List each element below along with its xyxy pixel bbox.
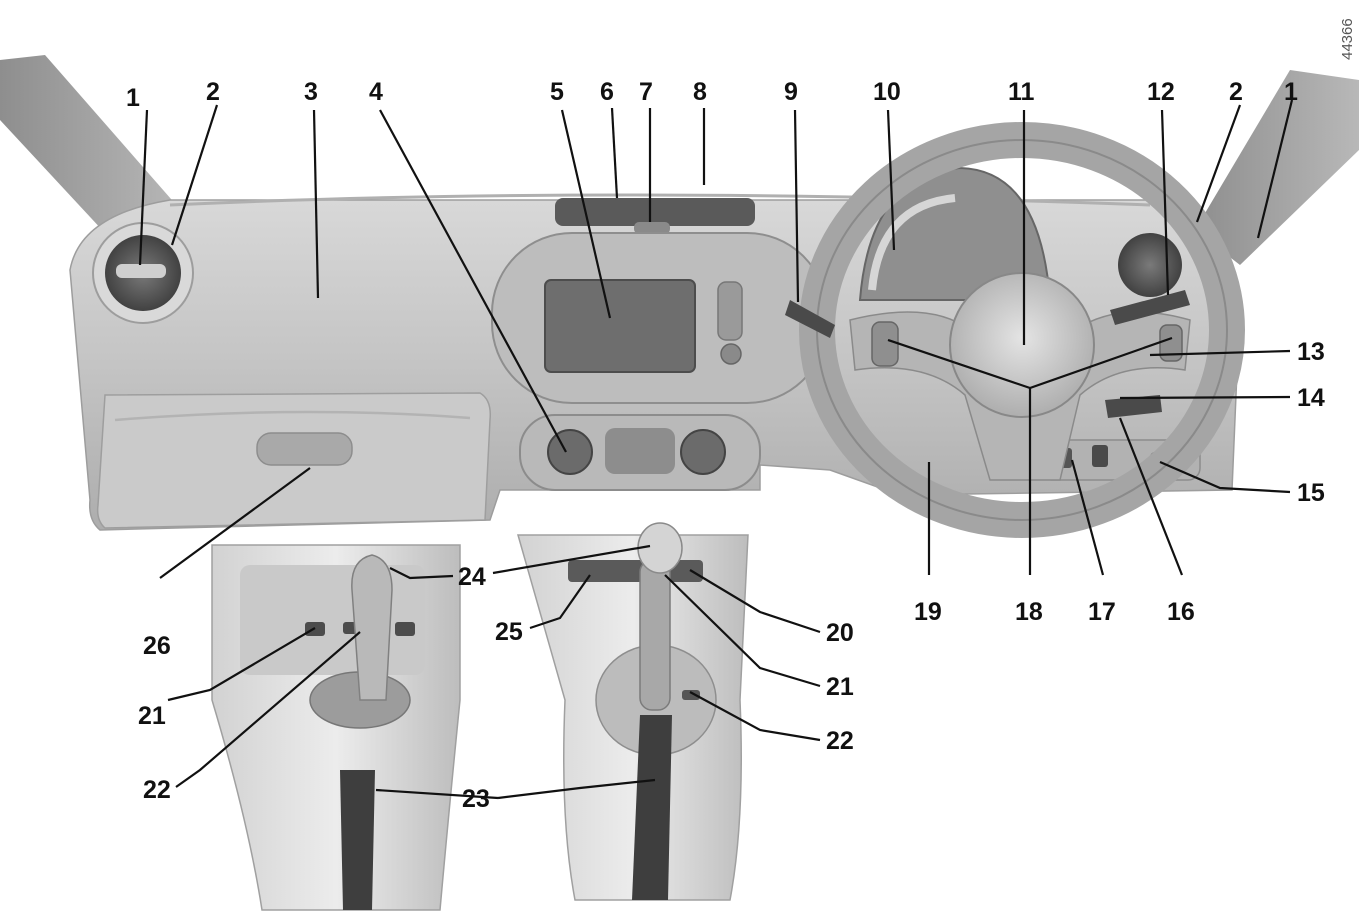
glove-box-handle (256, 432, 353, 466)
left-vent-vane (116, 264, 166, 278)
right-pillar (1195, 70, 1359, 265)
callout-5: 5 (550, 78, 564, 106)
callout-20: 20 (826, 619, 854, 647)
climate-buttons (605, 428, 675, 474)
callout-22-inset: 22 (143, 776, 171, 804)
callout-18: 18 (1015, 598, 1043, 626)
callout-14: 14 (1297, 384, 1325, 412)
callout-9: 9 (784, 78, 798, 106)
right-stalk (1110, 290, 1190, 325)
callout-15: 15 (1297, 479, 1325, 507)
callout-numbers: 1 2 3 4 5 6 7 8 9 10 11 12 2 1 13 14 15 … (126, 78, 1325, 813)
callout-4: 4 (369, 78, 383, 106)
callout-25: 25 (495, 618, 523, 646)
callout-21-inset: 21 (138, 702, 166, 730)
left-stalk (785, 300, 835, 338)
heating-knob (547, 429, 593, 475)
callout-21-centre: 21 (826, 673, 854, 701)
callout-1-left: 1 (126, 84, 140, 112)
callout-22-centre: 22 (826, 727, 854, 755)
callout-8: 8 (693, 78, 707, 106)
inset-switch-area (240, 565, 425, 675)
instrument-cluster (858, 166, 1052, 301)
right-air-vent (1118, 233, 1182, 297)
callout-13: 13 (1297, 338, 1325, 366)
callout-6: 6 (600, 78, 614, 106)
callout-24: 24 (458, 563, 486, 591)
leader-lines (138, 99, 1294, 800)
callout-26: 26 (143, 632, 171, 660)
callout-1-right: 1 (1284, 78, 1298, 106)
inset-gear-lever (351, 554, 393, 701)
steering-hub (949, 272, 1095, 418)
speedometer-arc (868, 194, 956, 291)
callout-12: 12 (1147, 78, 1175, 106)
callout-3: 3 (304, 78, 318, 106)
callout-17: 17 (1088, 598, 1116, 626)
inset-handbrake (340, 770, 375, 910)
multimedia-screen (544, 279, 696, 373)
callout-23: 23 (462, 785, 490, 813)
left-wheel-controls (871, 321, 899, 367)
hazard-switch (634, 222, 670, 234)
gear-lever-shaft (639, 559, 671, 711)
callout-16: 16 (1167, 598, 1195, 626)
callout-10: 10 (873, 78, 901, 106)
callout-2-left: 2 (206, 78, 220, 106)
central-air-vent (555, 198, 755, 226)
fan-knob (680, 429, 726, 475)
reference-code: 44366 (1339, 18, 1356, 60)
inset-switch-right (395, 622, 415, 636)
screen-buttons (717, 281, 743, 341)
volume-knob (720, 343, 742, 365)
lower-stalk (1105, 395, 1162, 418)
switch-b (1092, 445, 1108, 467)
glove-box-ridge (114, 410, 471, 422)
callout-7: 7 (639, 78, 653, 106)
callout-19: 19 (914, 598, 942, 626)
callout-2-right: 2 (1229, 78, 1243, 106)
handbrake-lever (632, 715, 672, 900)
console-switch-small (682, 690, 700, 700)
callout-11: 11 (1008, 78, 1035, 106)
